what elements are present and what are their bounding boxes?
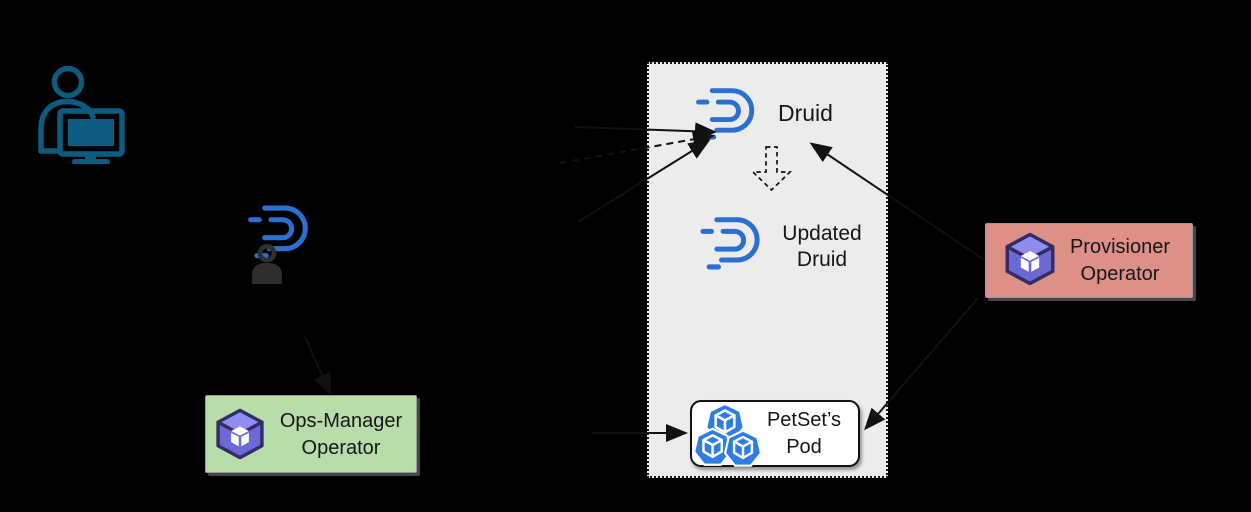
provisioner-operator-icon [1005, 232, 1055, 286]
user-person-icon [252, 244, 282, 284]
druid-logo-icon [694, 83, 770, 147]
edge-to-ops-manager [304, 336, 332, 396]
provisioner-operator-label: Provisioner Operator [1069, 236, 1171, 285]
druid-label: Druid [778, 100, 833, 126]
person-at-computer-icon [38, 65, 125, 164]
petset-pod-label: PetSet’s Pod [766, 409, 842, 458]
ops-manager-operator-label: Ops-Manager Operator [279, 410, 403, 459]
ops-manager-operator-icon [216, 408, 264, 460]
updated-druid-label: Updated Druid [782, 222, 862, 271]
updated-druid-logo-icon [698, 212, 776, 277]
ops-manager-operator-box [205, 395, 417, 473]
